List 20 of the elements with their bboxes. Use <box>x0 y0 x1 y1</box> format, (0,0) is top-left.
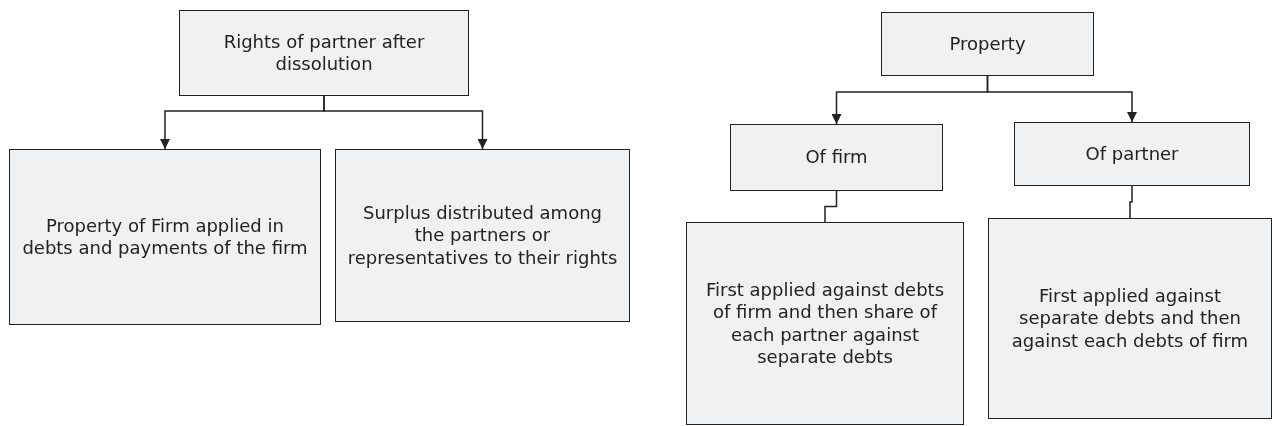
box-text: Property <box>949 32 1026 56</box>
text-box <box>179 10 469 96</box>
text-box <box>686 222 964 425</box>
box-text: First applied against debts of firm and then share of each partner against separate debts <box>704 278 946 369</box>
box-text: Of partner <box>1085 142 1179 166</box>
box-text: Rights of partner after dissolution <box>222 30 426 76</box>
text-box <box>1014 122 1250 186</box>
arrow <box>986 75 1137 123</box>
text-box <box>988 218 1272 419</box>
text-box <box>730 124 943 191</box>
box-text: First applied against separate debts and then against each debts of firm <box>1010 284 1250 353</box>
connector-line <box>1129 185 1133 219</box>
connector-line <box>824 190 838 223</box>
text-box <box>881 12 1094 76</box>
box-text: Property of Firm applied in debts and payments of the firm <box>21 214 309 260</box>
arrow <box>323 95 488 150</box>
box-text: Of firm <box>805 146 868 169</box>
text-box <box>9 149 321 325</box>
box-text: Surplus distributed among the partners or representatives to their rights <box>346 201 619 270</box>
text-box <box>335 149 630 322</box>
